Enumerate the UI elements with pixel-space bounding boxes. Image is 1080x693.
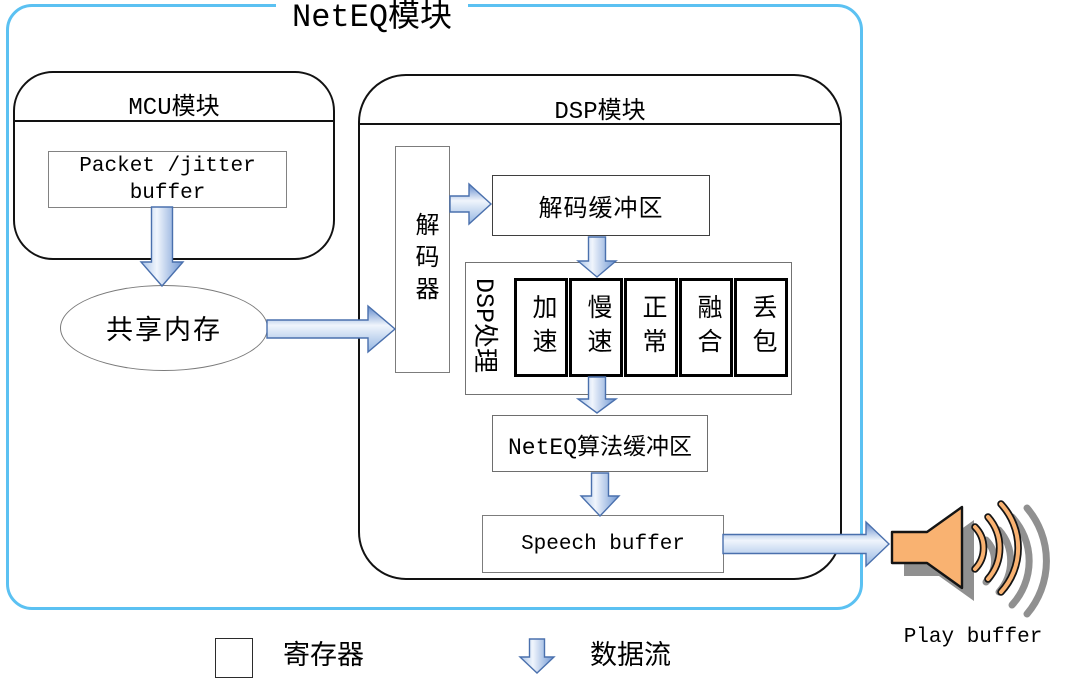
mode-box-accelerate: 加速 (514, 278, 568, 377)
speaker-wave-shadows (982, 504, 1050, 618)
dsp-mode-row: 加速 慢速 正常 融合 丢包 (514, 278, 788, 377)
mode-box-packet-loss: 丢包 (734, 278, 788, 377)
decoder-label: 解码器 (409, 211, 436, 308)
legend-register-swatch (215, 638, 253, 678)
speaker-icon (890, 500, 1050, 618)
decode-buffer-box: 解码缓冲区 (492, 175, 710, 236)
legend-dataflow-arrow-icon (518, 638, 556, 674)
decoder-box: 解码器 (395, 146, 450, 373)
speaker-waves (971, 500, 1022, 596)
legend-dataflow-label: 数据流 (590, 643, 671, 673)
speech-buffer-box: Speech buffer (482, 515, 724, 573)
mode-box-preemptive: 慢速 (569, 278, 623, 377)
mode-label: 丢包 (747, 293, 776, 362)
dsp-module-title: DSP模块 (554, 99, 646, 126)
speaker-shadow (904, 520, 974, 601)
mode-label: 正常 (637, 293, 666, 362)
mode-label: 融合 (692, 293, 721, 362)
diagram-title: NetEQ模块 (276, 0, 469, 39)
mcu-module-title: MCU模块 (128, 95, 220, 122)
play-buffer-label: Play buffer (903, 626, 1043, 649)
legend-register-label: 寄存器 (283, 643, 364, 673)
mcu-title-divider (13, 120, 335, 122)
dsp-title-divider (358, 123, 842, 125)
packet-jitter-buffer-box: Packet /jitter buffer (48, 151, 287, 208)
mode-label: 加速 (527, 293, 556, 362)
dsp-process-label: DSP处理 (469, 277, 498, 373)
shared-memory-ellipse: 共享内存 (60, 285, 268, 371)
mode-label: 慢速 (582, 293, 611, 362)
speaker-horn (890, 505, 964, 590)
mode-box-normal: 正常 (624, 278, 678, 377)
neteq-algorithm-buffer-box: NetEQ算法缓冲区 (492, 415, 708, 472)
mode-box-merge: 融合 (679, 278, 733, 377)
